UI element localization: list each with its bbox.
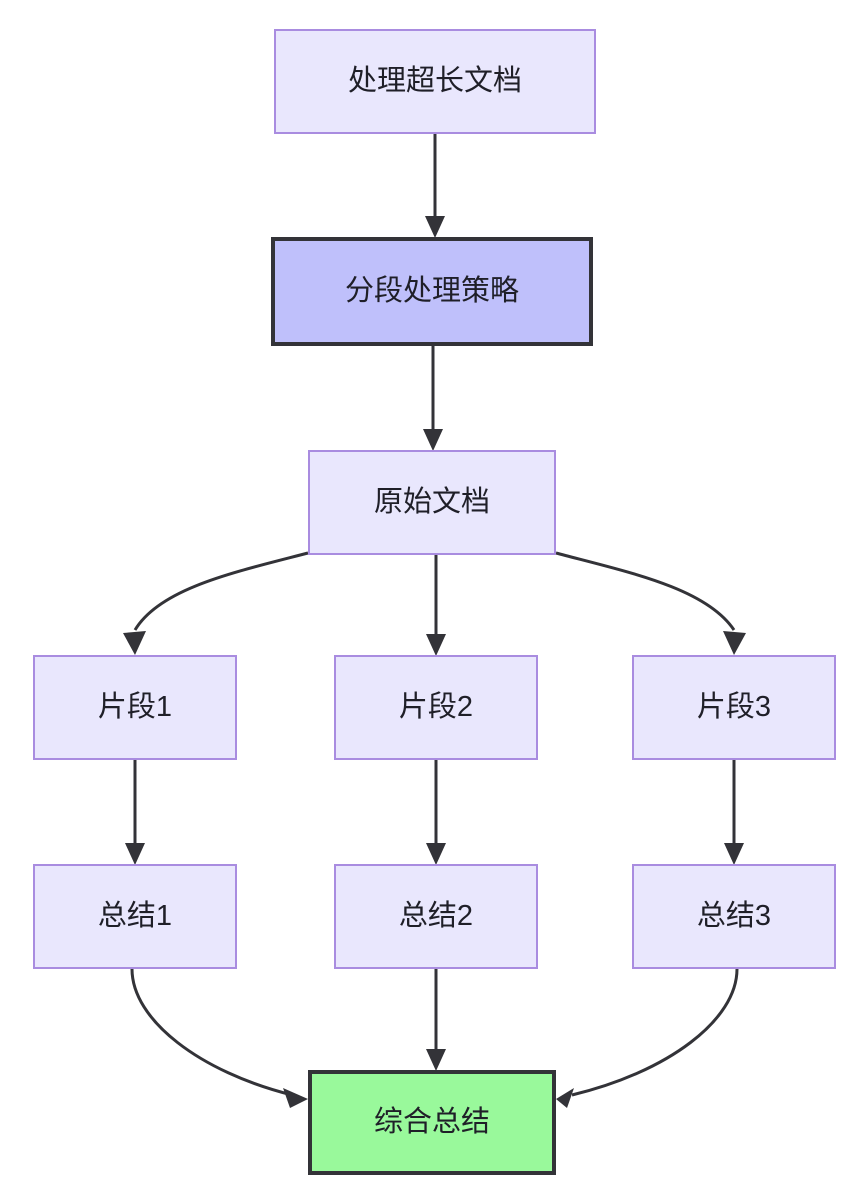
node-chunk-1[interactable]: 片段1 xyxy=(33,655,237,760)
edge-source-to-chunk2 xyxy=(426,555,446,656)
node-label: 片段1 xyxy=(97,691,173,724)
node-label: 总结1 xyxy=(97,900,173,933)
edge-summary3-to-final xyxy=(556,968,739,1108)
node-label: 分段处理策略 xyxy=(344,275,519,308)
node-label: 片段3 xyxy=(696,691,772,724)
edge-summary2-to-final xyxy=(426,969,446,1071)
node-label: 原始文档 xyxy=(373,486,490,519)
edge-source-to-chunk1 xyxy=(123,551,309,655)
node-chunk-3[interactable]: 片段3 xyxy=(632,655,836,760)
node-combined-summary[interactable]: 综合总结 xyxy=(308,1070,556,1175)
node-original-document[interactable]: 原始文档 xyxy=(308,450,556,555)
node-summary-1[interactable]: 总结1 xyxy=(33,864,237,969)
edge-root-to-strategy xyxy=(425,134,445,238)
edge-chunk3-to-summary3 xyxy=(724,760,744,865)
edge-chunk2-to-summary2 xyxy=(426,760,446,865)
edge-chunk1-to-summary1 xyxy=(125,760,145,865)
node-summary-2[interactable]: 总结2 xyxy=(334,864,538,969)
node-label: 片段2 xyxy=(398,691,474,724)
node-summary-3[interactable]: 总结3 xyxy=(632,864,836,969)
node-label: 总结2 xyxy=(398,900,474,933)
node-label: 处理超长文档 xyxy=(347,65,522,98)
edge-source-to-chunk3 xyxy=(555,551,746,655)
edge-summary1-to-final xyxy=(130,968,308,1108)
node-chunk-2[interactable]: 片段2 xyxy=(334,655,538,760)
node-process-long-document[interactable]: 处理超长文档 xyxy=(274,29,596,134)
edge-strategy-to-source xyxy=(423,346,443,451)
node-label: 总结3 xyxy=(696,900,772,933)
node-chunking-strategy[interactable]: 分段处理策略 xyxy=(271,237,593,346)
node-label: 综合总结 xyxy=(373,1106,490,1139)
